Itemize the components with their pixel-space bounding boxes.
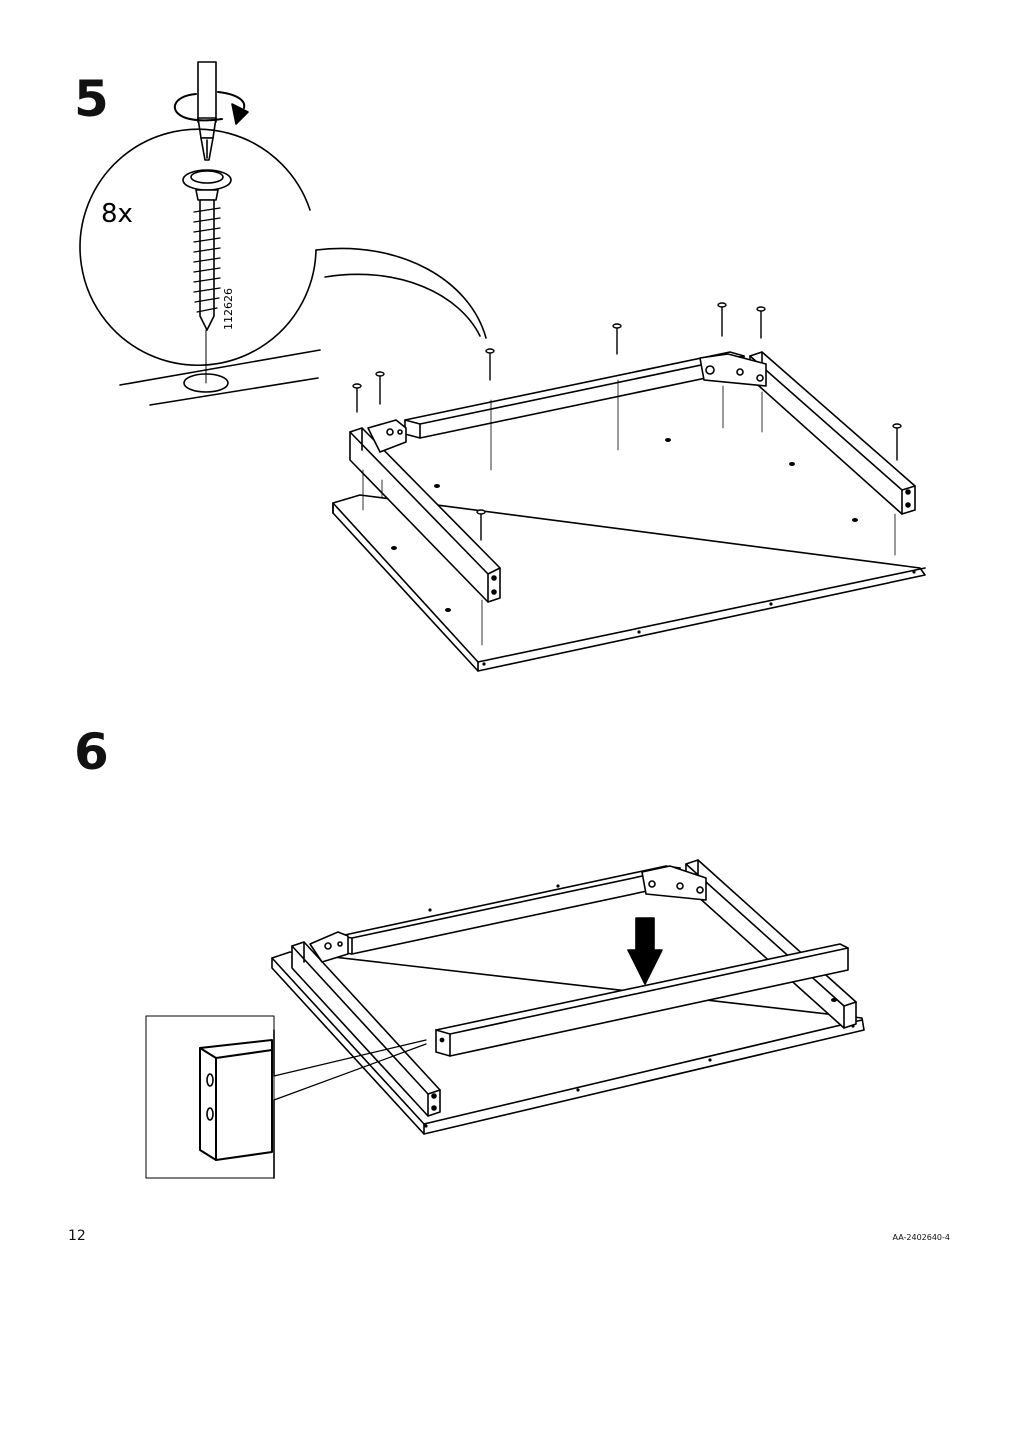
screw-icon [756, 306, 766, 433]
detail-inset [145, 1015, 427, 1179]
middle-rail [435, 943, 849, 1057]
step-6-number: 6 [74, 723, 109, 781]
screw-icon [612, 323, 622, 451]
quantity-label: 8x [101, 199, 133, 229]
screw-icon [352, 383, 364, 511]
step-5-number: 5 [74, 70, 109, 128]
rotate-clockwise-icon [173, 91, 249, 125]
left-rail [349, 427, 501, 603]
screw-icon [182, 169, 232, 331]
screw-icon [485, 348, 495, 471]
back-rail [339, 865, 681, 955]
step-5-illustration: 8x 112626 [79, 61, 926, 672]
part-number-label: 112626 [222, 288, 235, 330]
corner-bracket-left [309, 931, 349, 963]
panel-holes [424, 884, 855, 1128]
corner-bracket-right [641, 865, 707, 901]
magnified-detail-circle [79, 128, 487, 406]
page-number: 12 [68, 1228, 86, 1244]
screw-icon [476, 509, 486, 646]
arrow-down-icon [627, 917, 663, 985]
document-code: AA-2402640-4 [892, 1233, 950, 1242]
right-rail [749, 351, 916, 515]
left-rail [291, 941, 441, 1117]
screwdriver-icon [197, 61, 217, 161]
screw-icon [717, 302, 727, 429]
screw-icon [892, 423, 902, 556]
corner-bracket-right [699, 353, 767, 387]
screw-icon [375, 371, 385, 499]
panel-holes [391, 438, 916, 666]
corner-bracket-left [367, 419, 407, 453]
screws-group [352, 302, 902, 646]
